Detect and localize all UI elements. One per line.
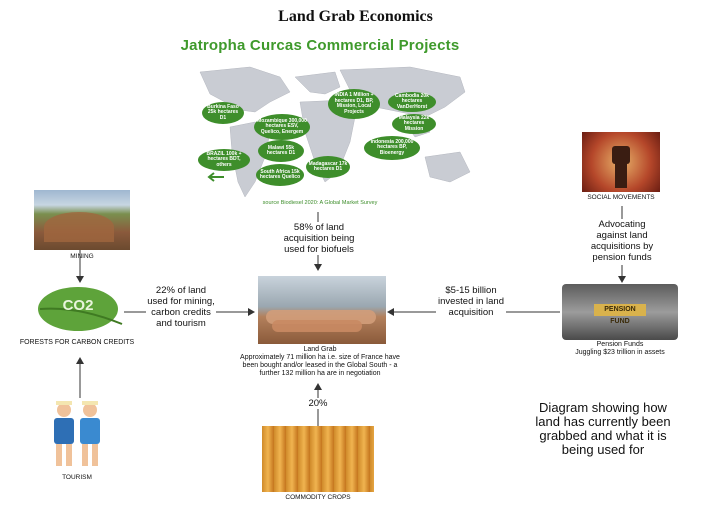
bubble-malawi: Malawi 55k hectares D1: [258, 140, 304, 162]
tourists-icon: [54, 401, 100, 466]
forests-label: FORESTS FOR CARBON CREDITS: [19, 339, 135, 346]
invested-text: $5-15 billion invested in land acquisiti…: [436, 285, 506, 318]
bubble-south-africa: South Africa 15k hectares Quelico: [256, 164, 304, 186]
co2-leaf-image: CO2: [34, 284, 128, 334]
bubble-mozambique: Mozambique 300,000 hectares ESV, Quelico…: [254, 114, 310, 140]
mining-photo: [34, 190, 130, 250]
back-arrow-icon: [207, 172, 224, 182]
bubble-madagascar: Madagascar 17k hectares D1: [306, 156, 350, 178]
pension-funds-text: Juggling $23 trillion in assets: [575, 349, 665, 356]
land-grab-photo: [258, 276, 386, 344]
commodity-crops-photo: [262, 426, 374, 492]
jatropha-map: Jatropha Curcas Commercial Projects Burk…: [160, 32, 480, 212]
pension-funds-title: Pension Funds: [596, 341, 644, 348]
raised-fist-icon: [612, 146, 630, 188]
social-movements-label: SOCIAL MOVEMENTS: [587, 194, 655, 201]
social-movements-image: [582, 132, 660, 192]
diagram-summary: Diagram showing how land has currently b…: [535, 400, 671, 457]
tourism-image: [42, 398, 112, 470]
bubble-cambodia: Cambodia 20k hectares VanDerHorst: [388, 92, 436, 112]
commodity-label: COMMODITY CROPS: [285, 494, 351, 501]
map-source: source Biodiesel 2020: A Global Market S…: [262, 200, 378, 206]
tourism-label: TOURISM: [62, 474, 92, 481]
pension-fund-image: PENSION FUND: [562, 284, 678, 340]
map-title: Jatropha Curcas Commercial Projects: [180, 37, 460, 54]
bubble-malaysia: Malaysia 22k hectares Mission: [392, 114, 436, 134]
land-grab-text: Approximately 71 million ha i.e. size of…: [240, 354, 400, 377]
co2-text: CO2: [62, 297, 94, 314]
biofuels-text: 58% of land acquisition being used for b…: [274, 222, 364, 255]
leaf-icon: [38, 287, 123, 331]
bubble-burkina-faso: Burkina Faso 25k hectares D1: [202, 102, 244, 124]
bubble-india: INDIA 1 Million + hectares D1, BP, Missi…: [328, 89, 380, 119]
bubble-brazil: BRAZIL 100k + hectares BDT, others: [198, 149, 250, 171]
commodity-percent: 20%: [298, 398, 338, 409]
bubble-indonesia: Indonesia 200,000 hectares BP, Bioenergy: [364, 136, 420, 160]
land-grab-title: Land Grab: [303, 346, 337, 353]
pension-fund-sign: PENSION FUND: [594, 304, 646, 325]
mining-label: MINING: [70, 253, 94, 260]
advocating-text: Advocating against land acquisitions by …: [584, 219, 660, 263]
page-title: Land Grab Economics: [278, 8, 433, 25]
mining-carbon-tourism-text: 22% of land used for mining, carbon cred…: [146, 285, 216, 329]
